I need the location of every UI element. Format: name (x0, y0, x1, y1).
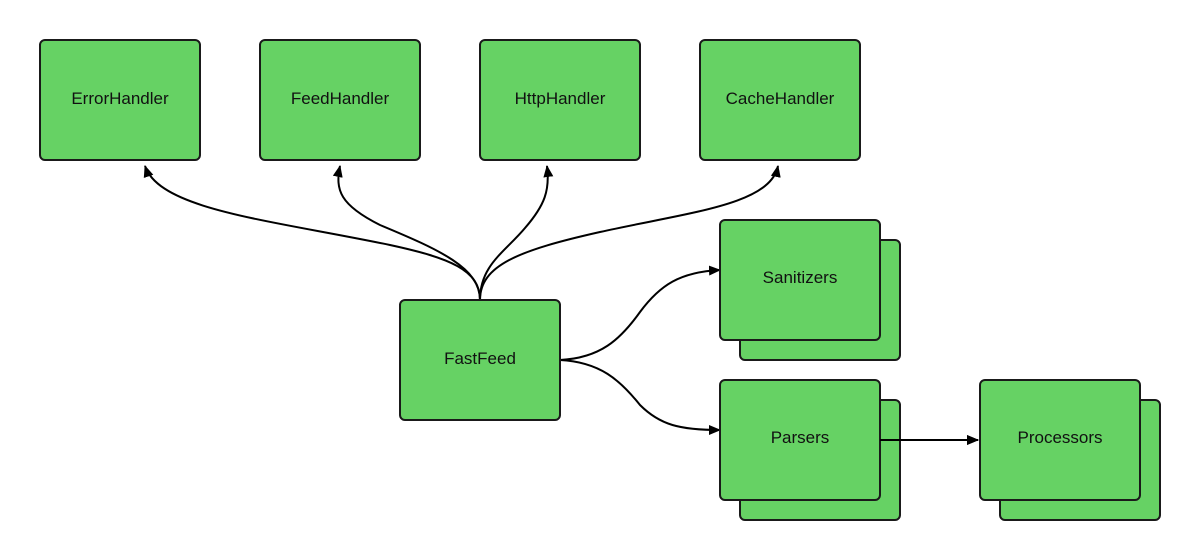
edge-fastfeed-to-feedhandler (332, 165, 481, 301)
node-processors-label: Processors (1017, 428, 1102, 447)
node-cache-handler-label: CacheHandler (726, 89, 835, 108)
node-http-handler: HttpHandler (479, 39, 641, 161)
node-sanitizers: Sanitizers (719, 219, 901, 361)
node-fastfeed-label: FastFeed (444, 349, 516, 368)
node-fastfeed-box (399, 299, 561, 421)
edge-fastfeed-to-sanitizers (559, 265, 721, 361)
node-cache-handler: CacheHandler (699, 39, 861, 161)
edge-fastfeed-to-httphandler (479, 165, 554, 301)
node-sanitizers-label: Sanitizers (763, 268, 838, 287)
node-feed-handler-label: FeedHandler (291, 89, 390, 108)
node-parsers-label: Parsers (771, 428, 830, 447)
node-feed-handler-box (259, 39, 421, 161)
node-error-handler-label: ErrorHandler (71, 89, 169, 108)
node-processors: Processors (979, 379, 1161, 521)
node-http-handler-label: HttpHandler (515, 89, 606, 108)
node-cache-handler-box (699, 39, 861, 161)
edge-fastfeed-to-parsers (559, 359, 721, 435)
node-feed-handler: FeedHandler (259, 39, 421, 161)
edge-fastfeed-to-cachehandler (479, 165, 781, 301)
node-sanitizers-box (719, 219, 881, 341)
node-fastfeed: FastFeed (399, 299, 561, 421)
edge-fastfeed-to-errorhandler (143, 165, 481, 301)
node-parsers: Parsers (719, 379, 901, 521)
node-http-handler-box (479, 39, 641, 161)
node-processors-box (979, 379, 1141, 501)
node-error-handler: ErrorHandler (39, 39, 201, 161)
node-error-handler-box (39, 39, 201, 161)
